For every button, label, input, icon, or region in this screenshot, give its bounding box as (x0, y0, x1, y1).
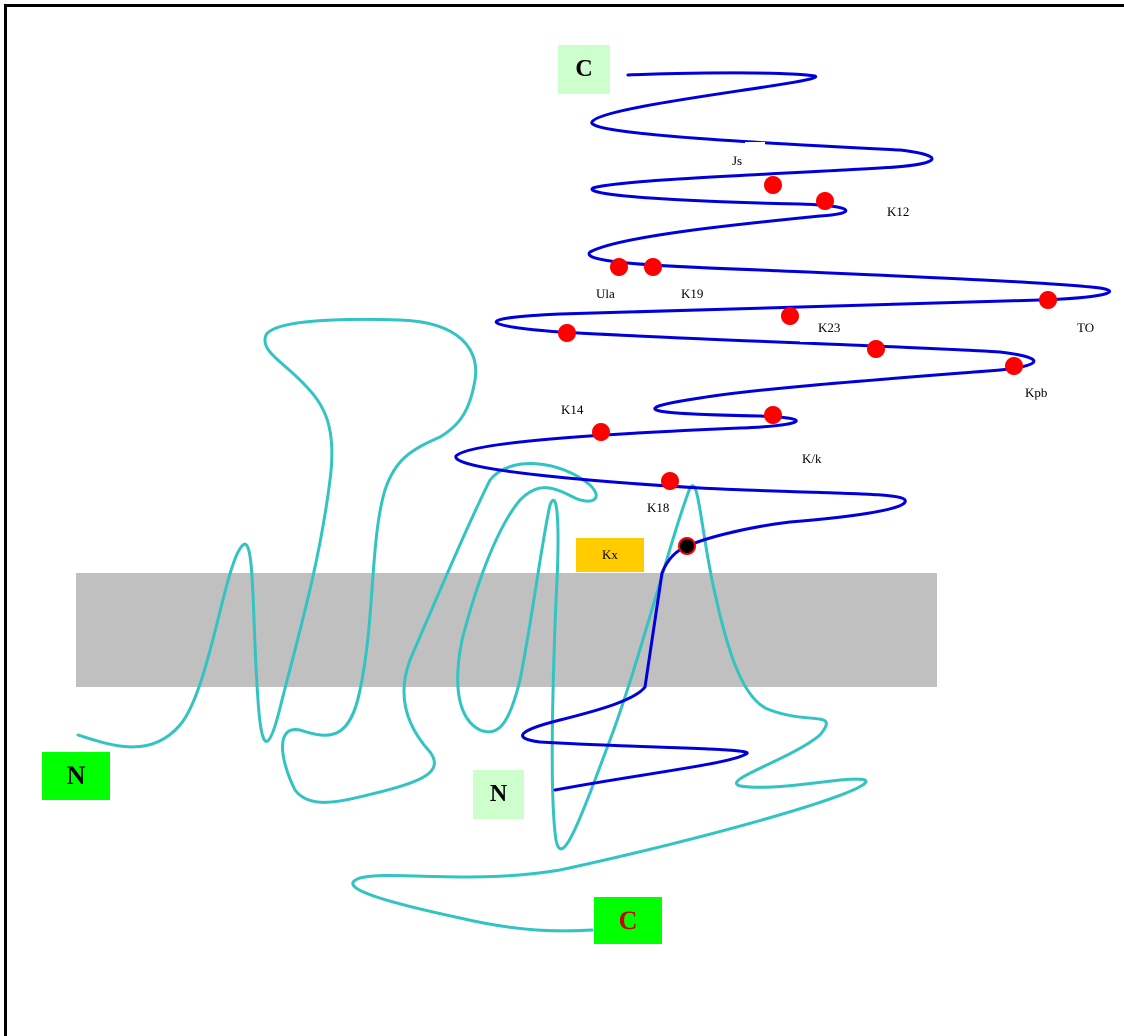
kx-protein-chain (76, 317, 868, 933)
site-label-to: TO (1077, 320, 1094, 335)
cell-membrane (76, 573, 937, 687)
antigen-site-marker (764, 406, 782, 424)
kx-c-terminus: C (594, 897, 662, 944)
kell-protein-chain (454, 71, 1112, 792)
antigen-site-marker (592, 423, 610, 441)
site-label-k12: K12 (887, 204, 909, 219)
kell-c-terminus: C (558, 45, 610, 94)
kx-n-terminus: N (42, 752, 110, 800)
site-label-k14: K14 (561, 402, 584, 417)
label-gap (745, 142, 765, 146)
antigen-site-marker (661, 472, 679, 490)
antigen-site-marker (781, 307, 799, 325)
site-label-kk: K/k (802, 451, 822, 466)
antigen-site-marker (867, 340, 885, 358)
antigen-site-marker (1039, 291, 1057, 309)
site-label-kpb: Kpb (1025, 385, 1047, 400)
kell-n-terminus: N (473, 770, 524, 819)
label-gap (800, 338, 820, 342)
antigen-site-marker (764, 176, 782, 194)
site-label-k23: K23 (818, 320, 840, 335)
antigen-site-marker (816, 192, 834, 210)
site-label-k18: K18 (647, 500, 669, 515)
site-label-js: Js (732, 153, 742, 168)
kx-protein-label: Kx (576, 538, 644, 572)
diagram-frame (4, 4, 1124, 1036)
antigen-site-marker (610, 258, 628, 276)
antigen-site-marker (1005, 357, 1023, 375)
antigen-site-marker (558, 324, 576, 342)
disulfide-bond-marker (678, 537, 696, 555)
site-label-ula: Ula (596, 286, 615, 301)
site-label-k19: K19 (681, 286, 703, 301)
antigen-site-marker (644, 258, 662, 276)
